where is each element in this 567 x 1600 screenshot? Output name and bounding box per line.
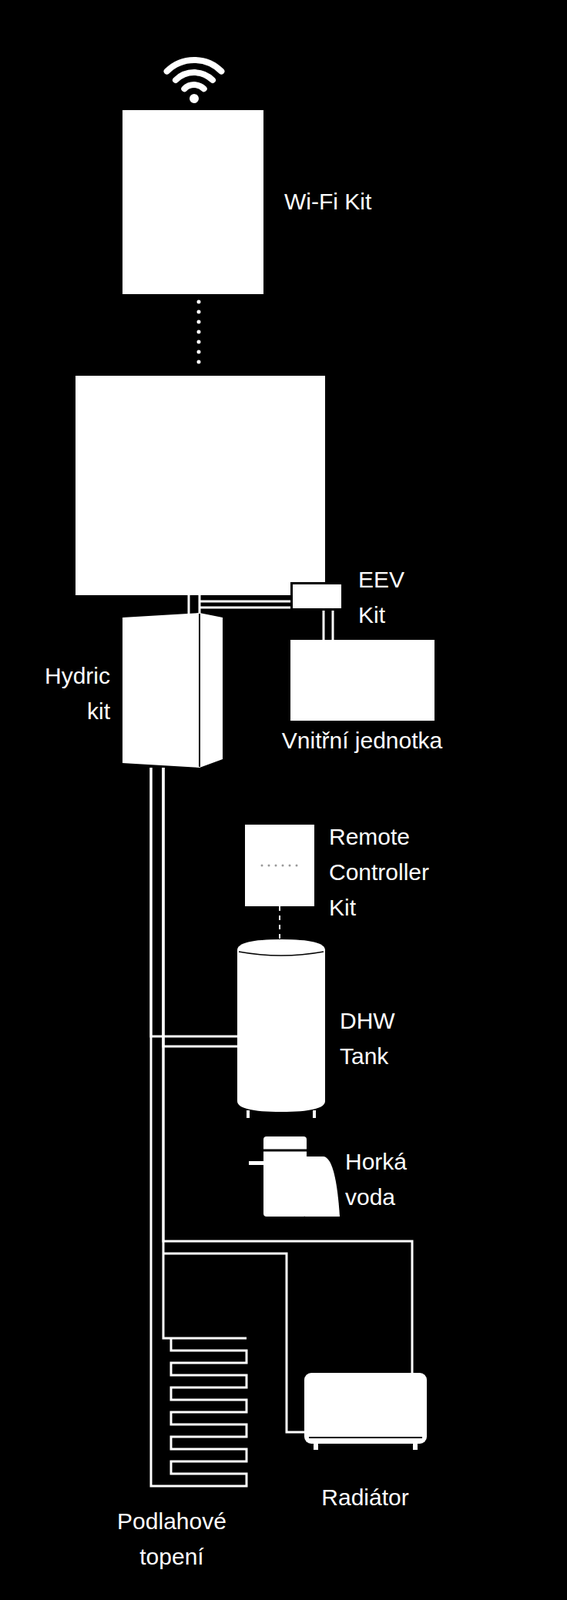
eev-kit-box: EEV Kit [290, 582, 344, 611]
refrigerant-pipes [188, 595, 291, 617]
pipe-line [163, 1254, 305, 1433]
pipe-connector [323, 610, 333, 641]
label-holder: DHW Tank [339, 1003, 417, 1075]
radiator-shape [304, 1373, 427, 1451]
wifi-dot [189, 93, 199, 104]
hydric-kit-shape [122, 613, 223, 769]
node-label: Wi-Fi Kit [284, 184, 372, 220]
wifi-kit-box: Wi-Fi Kit [122, 110, 264, 295]
label-holder: Radiátor [288, 1480, 443, 1517]
hydric-kit: Hydric kit [122, 613, 223, 769]
pipe-connector [279, 906, 281, 940]
faucet [248, 1137, 340, 1218]
node-label: Vnitřní jednotka [246, 723, 478, 759]
radiator: Radiátor [304, 1373, 427, 1451]
outdoor-unit [75, 375, 326, 596]
node-label: Radiátor [288, 1480, 443, 1517]
pipe-line [278, 906, 281, 940]
label-holder: Hydric kit [33, 658, 111, 730]
dhw-tank-shape [237, 939, 326, 1119]
node-label: DHW Tank [339, 1003, 417, 1075]
remote-controller-shape [244, 825, 315, 907]
pipe-line [150, 768, 153, 1333]
label-holder: Podlahové topení [94, 1504, 249, 1576]
floor-heating: Podlahové topení [115, 1332, 255, 1490]
label-holder: Vnitřní jednotka [246, 723, 478, 759]
node-label: Remote Controller Kit [328, 819, 459, 926]
node-label: Hydric kit [33, 658, 111, 730]
indoor-unit-box: Vnitřní jednotka [290, 640, 435, 722]
remote-controller: Remote Controller Kit [244, 825, 315, 907]
pipe-line [163, 768, 238, 1047]
label-holder: Wi-Fi Kit [284, 184, 372, 220]
label-holder: EEV Kit [358, 562, 414, 634]
label-holder: Remote Controller Kit [328, 819, 459, 926]
node-label: Podlahové topení [94, 1504, 249, 1576]
node-label: EEV Kit [358, 562, 414, 634]
pipe-connector [150, 768, 164, 1333]
floor-heating-shape [115, 1332, 255, 1490]
dotted-link [197, 301, 202, 369]
pipe-line [332, 610, 335, 641]
wifi-icon [167, 60, 222, 89]
pipe-line [322, 610, 326, 641]
hot-water-label: Horká voda [345, 1144, 430, 1216]
dhw-tank: DHW Tank [237, 939, 326, 1119]
